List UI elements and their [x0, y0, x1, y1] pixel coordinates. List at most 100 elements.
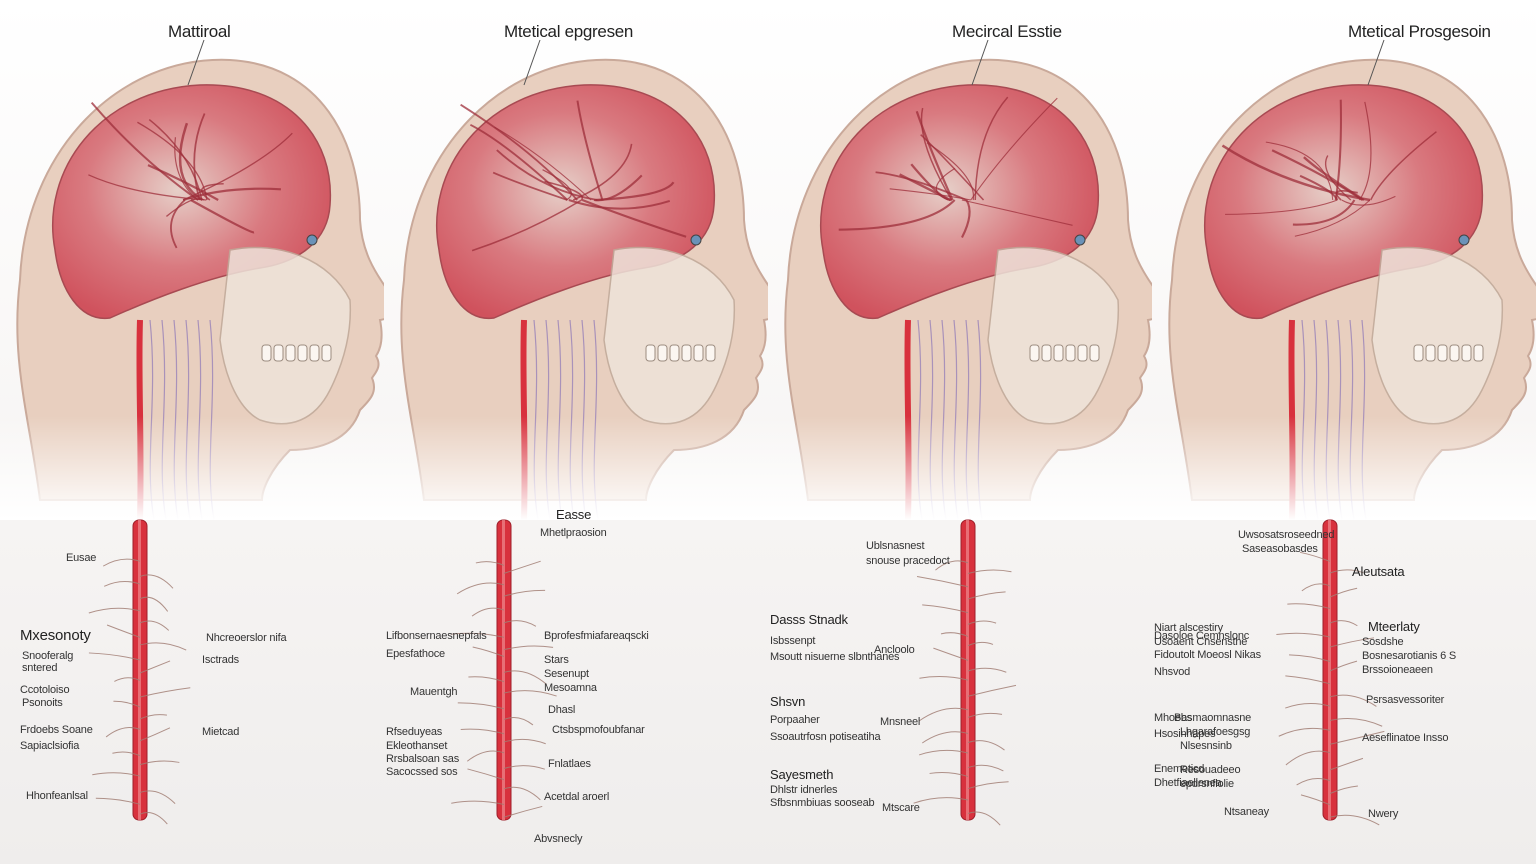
anatomy-label: Basmaomnasne	[1174, 712, 1252, 724]
panel-title: Mattiroal	[168, 22, 231, 41]
anatomy-label: Ssoautrfosn potiseatiha	[770, 731, 881, 743]
head-illustration	[1152, 0, 1536, 520]
vessel-branch	[1329, 637, 1375, 648]
anatomy-label: Mtscare	[882, 802, 920, 814]
anatomy-label: Nwery	[1368, 808, 1399, 820]
vessel-branch	[139, 574, 174, 589]
vessel-branch	[967, 712, 1003, 718]
vessel-branch	[967, 667, 1007, 673]
anatomy-label: Fidoutolt Moeosl Nikas	[1154, 649, 1261, 661]
vessel-branch	[1301, 583, 1331, 592]
anatomy-label: Lhgarafoesgsg	[1180, 726, 1251, 738]
anatomy-label: Rrsbalsoan sas	[386, 753, 460, 765]
vessel-branch	[1299, 551, 1331, 562]
vessel-branch	[1300, 794, 1331, 806]
vessel-branch	[1276, 632, 1331, 638]
vessel-branch	[95, 797, 141, 805]
vessel-branch	[913, 797, 969, 804]
vessel-branch	[503, 805, 543, 818]
vessel-branch	[1285, 703, 1331, 709]
vessel-branch	[503, 670, 547, 685]
vessel-branch	[503, 786, 541, 801]
vessel-branch	[139, 812, 168, 825]
anatomy-label: Msoutt nisuerne slbnthanes	[770, 651, 900, 663]
vessel-branch	[471, 607, 505, 617]
anatomy-label: Mhetlpraosion	[540, 527, 607, 539]
vessel-branch	[503, 589, 546, 597]
vessel-branch	[466, 750, 505, 762]
anatomy-label: Aeseflinatoe Insso	[1362, 732, 1449, 744]
vessel-branch	[139, 660, 171, 674]
vessel-branch	[139, 596, 169, 612]
vessel-branch	[967, 764, 1004, 772]
vessel-branch	[918, 749, 969, 756]
panel-title: Mtetical epgresen	[504, 22, 634, 41]
anatomy-label: Niart alscestiry	[1154, 622, 1223, 634]
vessel-branch	[112, 751, 141, 757]
anatomy-label: Sfbsnmbiuas sooseab	[770, 797, 875, 809]
vessel-branch	[468, 676, 505, 683]
anatomy-label: Ekleothanset	[386, 740, 448, 752]
anatomy-label: Ntsaneay	[1224, 806, 1269, 818]
vessel-branch	[139, 642, 187, 651]
vessel-branch	[1329, 785, 1358, 794]
vessel-branch	[139, 714, 168, 720]
anatomy-label: Mietcad	[202, 726, 240, 738]
vessel-branch	[92, 772, 141, 777]
anatomy-label: Usoaent Cnsensthe	[1154, 636, 1248, 648]
anatomy-label: Ccotoloiso	[20, 684, 70, 696]
anatomy-label: Uwsosatsroseedned	[1238, 529, 1335, 541]
anatomy-label: Psrsasvessoriter	[1366, 694, 1445, 706]
panel-title: Mecircal Esstie	[952, 22, 1062, 41]
anatomy-label: Resouadeeo	[1180, 764, 1241, 776]
vessel-branch	[105, 727, 141, 738]
vessel-branch	[1329, 718, 1383, 727]
vessel-branch	[1329, 587, 1358, 598]
vessel-branch	[935, 560, 969, 571]
vessel-branch	[922, 604, 969, 614]
anatomy-label: Isbssenpt	[770, 635, 816, 647]
vessel-diagram	[88, 519, 191, 825]
anatomy-label: Isctrads	[202, 654, 239, 666]
vessel-branch	[451, 800, 505, 806]
vessel-branch	[967, 684, 1017, 697]
vessel-branch	[475, 561, 505, 566]
anatomy-label: Sesenupt	[544, 668, 589, 680]
anatomy-label: Mhoebs	[1154, 712, 1192, 724]
anatomy-label: Bprofesfmiafareaqscki	[544, 630, 649, 642]
anatomy-label: Snooferalg	[22, 650, 74, 662]
anatomy-label: Brssoioneaeen	[1362, 664, 1433, 676]
anatomy-label: Mxesonoty	[20, 627, 91, 644]
anatomy-label: Nhcreoerslor nifa	[206, 632, 287, 644]
head-illustration	[0, 0, 384, 520]
vessel-branch	[1329, 814, 1380, 826]
vessel-branch	[921, 731, 969, 744]
vessel-branch	[1296, 778, 1331, 786]
anatomy-label: Dasss Stnadk	[770, 612, 848, 627]
vessel-branch	[929, 772, 969, 778]
vessel-diagram	[1276, 519, 1385, 826]
vessel-branch	[503, 716, 534, 726]
vessel-branch	[503, 560, 541, 574]
anatomy-label: Sosdshe	[1362, 636, 1404, 648]
vessel-branch	[114, 677, 141, 682]
anatomy-label: Bosnesarotianis 6 S	[1362, 650, 1457, 662]
anatomy-label: Mnsneel	[880, 716, 921, 728]
vessel-branch	[1329, 660, 1358, 672]
anatomy-label: Ublsnasnest	[866, 540, 925, 552]
vessel-diagram	[913, 519, 1017, 826]
vessel-branch	[967, 620, 997, 625]
vessel-branch	[503, 620, 537, 627]
anatomy-label: Fnlatlaes	[548, 758, 591, 770]
vessel-branch	[1285, 675, 1331, 685]
anatomy-label: Sapiaclsiofia	[20, 740, 80, 752]
anatomy-label: Aleutsata	[1352, 564, 1405, 579]
vessel-branch	[503, 765, 545, 770]
anatomy-label: Mesoamna	[544, 682, 597, 694]
anatomy-label: Dhlstr idnerles	[770, 784, 838, 796]
vessel-branch	[106, 624, 141, 638]
